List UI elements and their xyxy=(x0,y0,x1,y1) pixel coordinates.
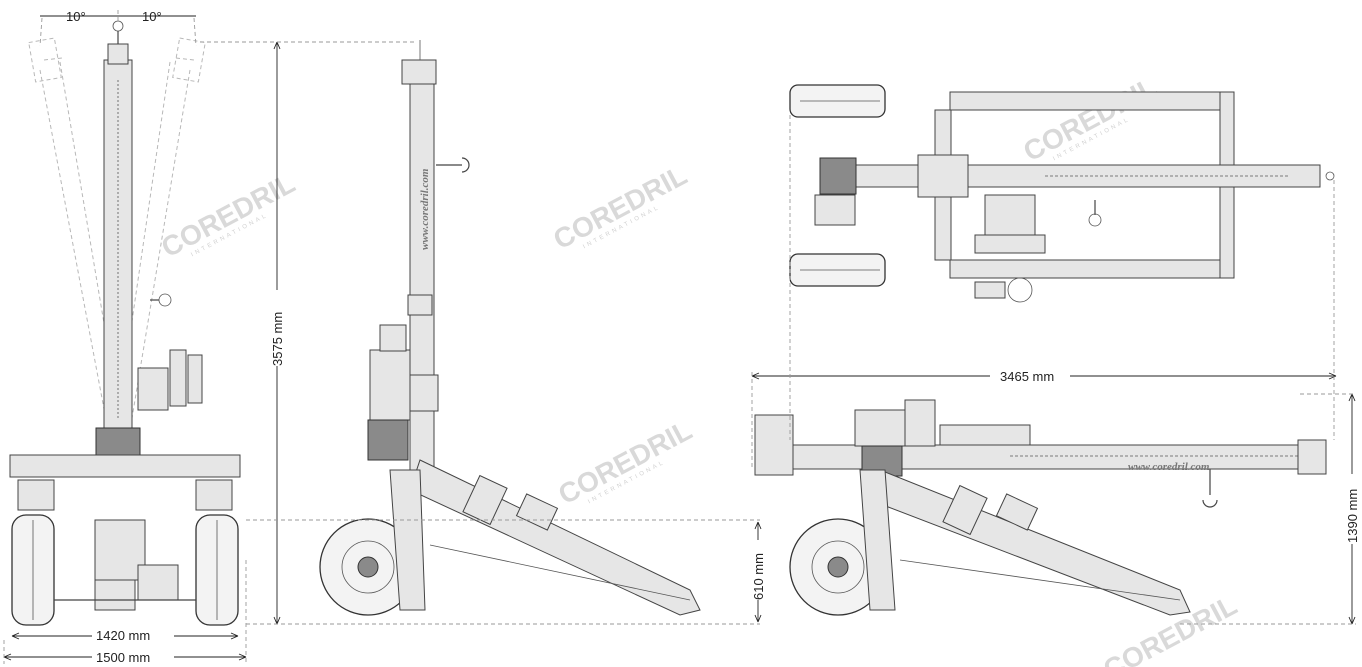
transport-length-label: 3465 mm xyxy=(1000,369,1054,384)
valve-bank-side xyxy=(367,324,439,461)
transport-height-dimension: 1390 mm xyxy=(1180,393,1360,625)
watermark-2: COREDRIL INTERNATIONAL xyxy=(548,159,692,255)
wheel-side xyxy=(319,469,426,616)
wheel-transport xyxy=(789,469,896,616)
front-view xyxy=(9,20,241,626)
mast-website-label: www.coredril.com xyxy=(419,168,431,250)
wheel-top-upper xyxy=(789,84,886,118)
wheel-left-front xyxy=(11,514,55,626)
angle-right-label: 10° xyxy=(142,9,162,24)
mast-height-label: 3575 mm xyxy=(270,312,285,366)
watermark-3: COREDRIL INTERNATIONAL xyxy=(553,414,697,510)
top-view xyxy=(789,84,1335,303)
mast-height-dimension: 3575 mm xyxy=(200,41,760,625)
wheel-top-lower xyxy=(789,253,886,287)
track-width-dimensions: 1420 mm 1500 mm xyxy=(3,560,247,665)
watermark-brand: COREDRIL xyxy=(553,414,697,510)
tilt-angle-dimension: 10° 10° xyxy=(39,9,197,47)
mast-transport: www.coredril.com xyxy=(754,414,1327,508)
transport-website-label: www.coredril.com xyxy=(1128,461,1210,473)
transport-height-label: 1390 mm xyxy=(1345,489,1360,543)
wheel-right-front xyxy=(195,514,239,626)
axle-frame-front xyxy=(9,454,241,611)
wheel-height-dimension: 610 mm xyxy=(751,521,766,623)
mast-top xyxy=(819,164,1335,188)
mast-front xyxy=(103,20,133,431)
rotation-head-top xyxy=(814,154,969,226)
transport-view: www.coredril.com xyxy=(754,399,1327,616)
track-outer-label: 1500 mm xyxy=(96,650,150,665)
valve-bank-transport xyxy=(854,399,1031,477)
wheel-height-label: 610 mm xyxy=(751,553,766,600)
valve-bank-top xyxy=(974,194,1102,303)
frame-top xyxy=(934,91,1235,279)
watermark-brand: COREDRIL xyxy=(1018,71,1162,167)
track-inner-label: 1420 mm xyxy=(96,628,150,643)
mast-side: www.coredril.com xyxy=(401,40,470,481)
transport-length-dimension: 3465 mm xyxy=(751,115,1337,470)
rotation-head-front xyxy=(95,427,141,457)
watermark-1: COREDRIL INTERNATIONAL xyxy=(156,167,300,263)
leg-side xyxy=(409,459,701,616)
valve-bank-front xyxy=(137,293,203,411)
leg-transport xyxy=(869,469,1191,616)
side-view: www.coredril.com xyxy=(319,40,701,616)
watermark-4: COREDRIL INTERNATIONAL xyxy=(1018,71,1162,167)
watermark-brand: COREDRIL xyxy=(156,167,300,263)
angle-left-label: 10° xyxy=(66,9,86,24)
watermark-brand: COREDRIL xyxy=(548,159,692,255)
